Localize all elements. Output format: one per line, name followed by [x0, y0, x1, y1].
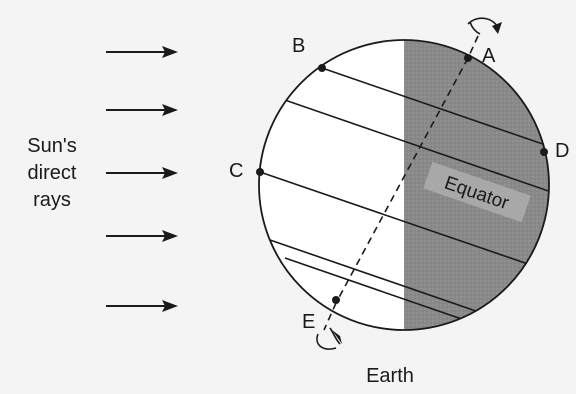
ray-arrow	[106, 46, 178, 58]
earth-axis-top	[467, 35, 479, 59]
sun-label-line3: rays	[33, 189, 71, 211]
latitude-line	[259, 87, 549, 196]
earth-axis	[335, 57, 469, 304]
point-c-dot	[256, 168, 264, 176]
sun-label-line1: Sun's	[27, 135, 76, 157]
equator-label-box	[423, 161, 531, 223]
sun-rays	[106, 46, 178, 312]
point-a-label: A	[482, 45, 496, 67]
equator-line	[259, 171, 549, 276]
point-e-label: E	[302, 311, 315, 333]
ray-arrow	[106, 104, 178, 116]
point-d-dot	[540, 148, 548, 156]
latitude-line-e	[284, 257, 549, 330]
point-c-label: C	[229, 160, 243, 182]
rotation-arrow-bottom	[316, 327, 342, 350]
point-b-label: B	[292, 35, 305, 57]
earth-label: Earth	[366, 365, 414, 387]
point-e-dot	[332, 296, 340, 304]
latitude-line-b	[321, 67, 549, 151]
ray-arrow	[106, 230, 178, 242]
rotation-arrow-top	[467, 17, 502, 35]
ray-arrow	[106, 167, 178, 179]
ray-arrow	[106, 300, 178, 312]
point-b-dot	[318, 64, 326, 72]
sun-label-line2: direct	[28, 162, 77, 184]
earth-axis-bottom	[323, 302, 337, 331]
earth-outline	[258, 39, 550, 331]
point-a-dot	[464, 54, 472, 62]
point-d-label: D	[555, 140, 569, 162]
